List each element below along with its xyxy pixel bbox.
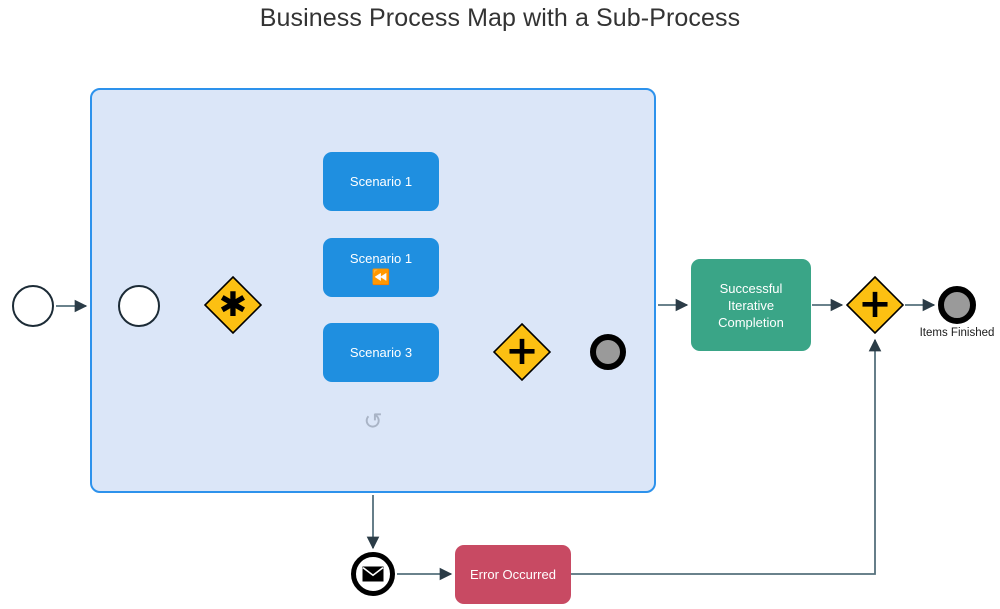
task-scenario-3[interactable]: Scenario 3 <box>323 323 439 382</box>
parallel-join-gateway[interactable]: + <box>493 323 551 381</box>
parallel-merge-gateway[interactable]: + <box>846 276 904 334</box>
task-scenario-1[interactable]: Scenario 1 <box>323 152 439 211</box>
rewind-marker-icon: ⏪ <box>371 268 391 286</box>
task-scenario-1-loop[interactable]: Scenario 1 ⏪ <box>323 238 439 297</box>
task-label: Scenario 1 <box>349 251 413 266</box>
task-label: Error Occurred <box>470 567 556 582</box>
plus-icon: + <box>858 281 892 327</box>
task-successful-iterative-completion[interactable]: Successful Iterative Completion <box>691 259 811 351</box>
page-title: Business Process Map with a Sub-Process <box>259 4 741 32</box>
asterisk-icon: ✱ <box>218 284 248 325</box>
start-event[interactable] <box>12 285 54 327</box>
task-error-occurred[interactable]: Error Occurred <box>455 545 571 604</box>
complex-gateway[interactable]: ✱ <box>204 276 262 334</box>
task-label: Scenario 3 <box>349 345 413 360</box>
end-event-label: Items Finished <box>919 327 995 339</box>
end-event[interactable] <box>938 286 976 324</box>
flow-error-to-merge <box>571 338 882 575</box>
loop-marker-icon: ↺ <box>363 408 383 434</box>
gateway-diamond <box>846 276 904 334</box>
task-label: Scenario 1 <box>349 174 413 189</box>
sub-process-end-event[interactable] <box>590 334 626 370</box>
gateway-diamond <box>493 323 551 381</box>
envelope-icon <box>362 566 384 582</box>
gateway-diamond <box>204 276 262 334</box>
message-intermediate-event[interactable] <box>351 552 395 596</box>
plus-icon: + <box>505 328 539 374</box>
sub-process-start-event[interactable] <box>118 285 160 327</box>
task-label: Successful Iterative Completion <box>718 280 784 330</box>
